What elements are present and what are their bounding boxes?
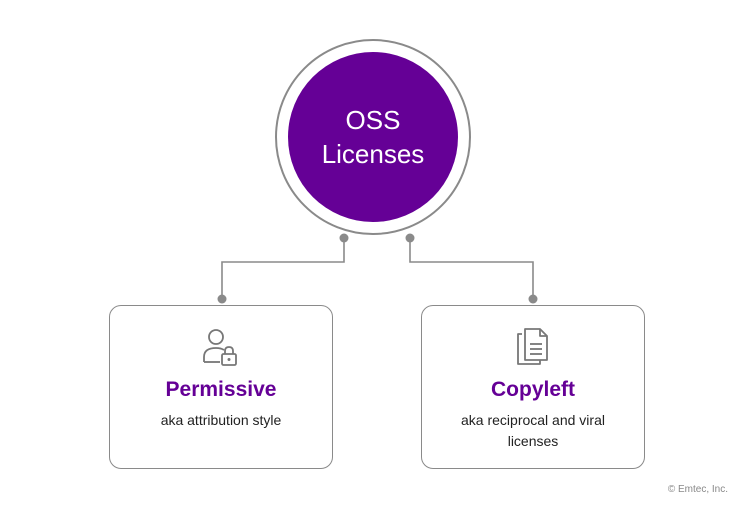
- connector-right: [409, 238, 534, 298]
- card-description: aka reciprocal and viral licenses: [461, 412, 605, 449]
- card-copyleft: Copyleft aka reciprocal and viral licens…: [421, 305, 645, 469]
- connector-left: [221, 238, 345, 298]
- copyright-text: © Emtec, Inc.: [667, 484, 728, 495]
- hub-circle: OSS Licenses: [288, 52, 458, 222]
- card-permissive: Permissive aka attribution style: [109, 305, 333, 469]
- card-title: Permissive: [165, 378, 277, 401]
- user-lock-icon: [201, 326, 241, 368]
- card-title: Copyleft: [491, 378, 575, 401]
- documents-icon: [513, 326, 553, 368]
- hub-title-line1: OSS: [345, 105, 401, 135]
- connector-dot: [528, 294, 538, 304]
- connector-dot: [217, 294, 227, 304]
- card-description: aka attribution style: [160, 412, 282, 428]
- connector-dot: [339, 233, 349, 243]
- connector-dot: [405, 233, 415, 243]
- hub-title-line2: Licenses: [321, 139, 425, 169]
